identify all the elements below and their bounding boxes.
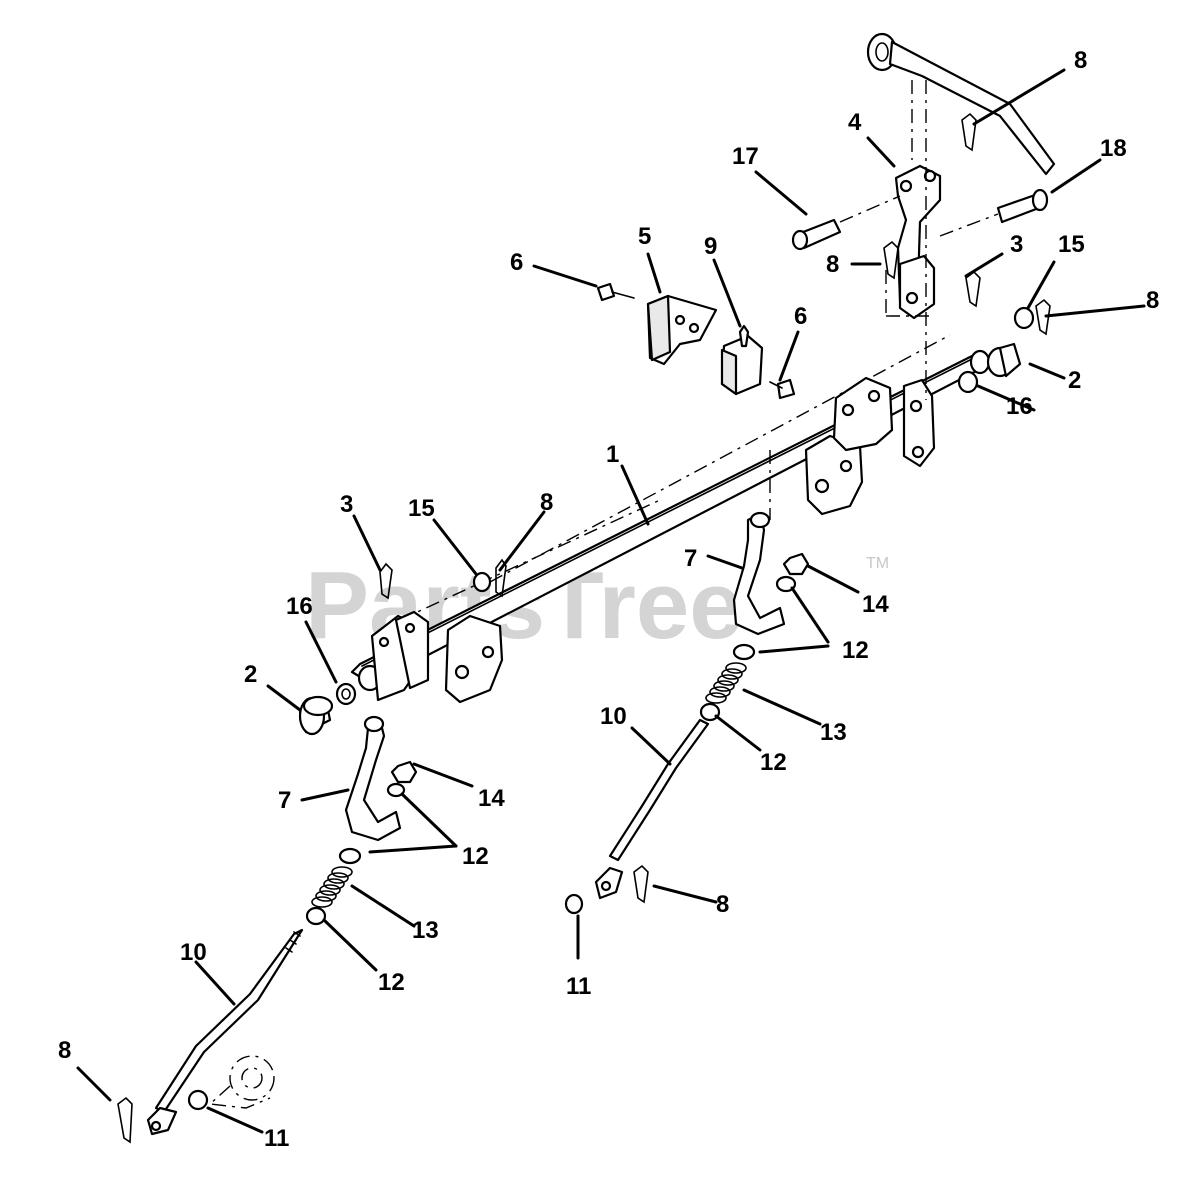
screw-right — [769, 378, 796, 400]
callout-12-right-a: 12 — [842, 637, 869, 664]
bushing-right — [986, 342, 1022, 378]
washer-15-left — [472, 571, 492, 593]
callout-16-right: 16 — [1006, 393, 1033, 420]
callout-10-left: 10 — [180, 939, 207, 966]
shaft-bracket-left — [370, 610, 504, 704]
hairpin-clips — [117, 112, 1051, 1144]
callout-numbers: 1 2 2 3 3 4 5 6 6 7 7 8 8 8 8 8 8 9 10 1… — [58, 47, 1159, 1152]
bushing-left — [298, 695, 334, 736]
callout-6-right: 6 — [794, 303, 807, 330]
gear-reference — [208, 1055, 275, 1109]
clevis-pin-18 — [939, 188, 1049, 237]
callout-12-left-b: 12 — [378, 969, 405, 996]
callout-18: 18 — [1100, 135, 1127, 162]
callout-16-left: 16 — [286, 593, 313, 620]
callout-8-rod: 8 — [716, 891, 729, 918]
clevis-pin-17 — [791, 195, 901, 251]
callout-11-right: 11 — [566, 973, 591, 1000]
switch-mounting-bracket — [646, 294, 718, 366]
callout-9: 9 — [704, 233, 717, 260]
lift-handle — [866, 32, 1056, 176]
callout-4: 4 — [848, 109, 862, 136]
callout-8-right: 8 — [1146, 287, 1159, 314]
callout-13-left: 13 — [412, 917, 439, 944]
callout-6-left: 6 — [510, 249, 523, 276]
washer-12-e — [732, 643, 756, 661]
callout-11-left: 11 — [264, 1125, 289, 1152]
callout-3-left: 3 — [340, 491, 353, 518]
washer-12-c — [305, 906, 327, 926]
washer-12-b — [338, 847, 362, 865]
washer-12-a — [386, 782, 406, 798]
lift-link-right — [732, 511, 786, 636]
watermark-trademark: TM — [866, 555, 889, 572]
callout-15-right: 15 — [1058, 231, 1085, 258]
washer-11-right — [564, 893, 584, 915]
callout-2-right: 2 — [1068, 367, 1081, 394]
callout-7-right: 7 — [684, 545, 697, 572]
washer-12-d — [775, 575, 797, 593]
lift-link-left — [344, 715, 402, 842]
callout-8-bottom: 8 — [58, 1037, 71, 1064]
callout-1: 1 — [606, 441, 619, 468]
callout-15-left: 15 — [408, 495, 435, 522]
callout-13-right: 13 — [820, 719, 847, 746]
callout-14-right: 14 — [862, 591, 889, 618]
spring-right — [705, 662, 747, 704]
callout-7-left: 7 — [278, 787, 291, 814]
shaft-bracket-right — [804, 376, 936, 516]
callout-12-right-b: 12 — [760, 749, 787, 776]
nut-14-left — [390, 760, 418, 784]
nut-14-right — [782, 552, 810, 576]
callout-14-left: 14 — [478, 785, 505, 812]
lift-rod-left — [146, 928, 304, 1136]
washer-15-right — [1013, 306, 1035, 330]
washer-11-left — [187, 1089, 209, 1111]
interlock-switch — [720, 324, 764, 396]
callout-8-mid: 8 — [826, 251, 839, 278]
callout-8-top: 8 — [1074, 47, 1087, 74]
leader-lines — [76, 68, 1146, 1134]
callout-12-left-a: 12 — [462, 843, 489, 870]
callout-17: 17 — [732, 143, 759, 170]
callout-5: 5 — [638, 223, 651, 250]
callout-10-right: 10 — [600, 703, 627, 730]
lift-rod-right — [594, 718, 710, 900]
washer-16-left — [335, 682, 357, 706]
spring-left — [311, 866, 353, 908]
screw-left — [596, 282, 635, 302]
callout-3-right: 3 — [1010, 231, 1023, 258]
callout-8-shaft: 8 — [540, 489, 553, 516]
callout-2-left: 2 — [244, 661, 257, 688]
washer-16-right — [957, 370, 979, 394]
pivot-arm-assembly — [885, 80, 942, 400]
